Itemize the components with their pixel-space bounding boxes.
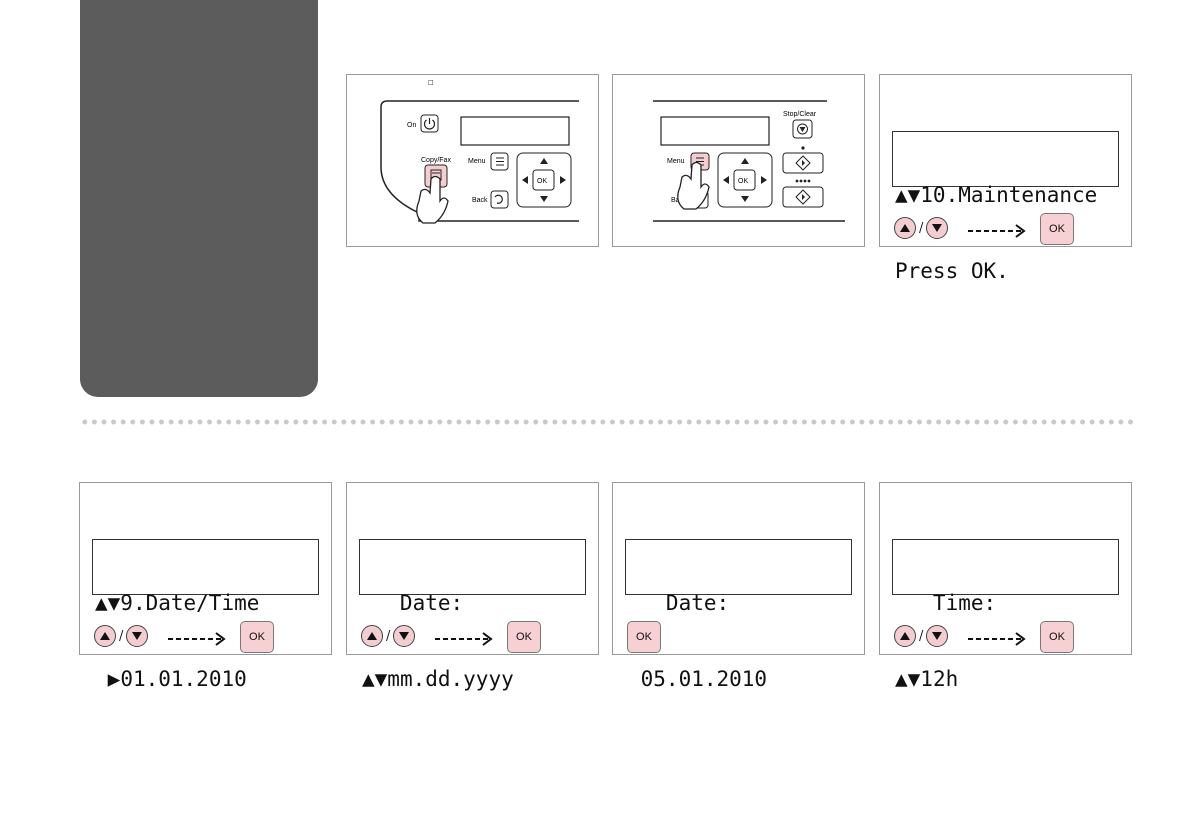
copyfax-label: Copy/Fax <box>421 157 451 164</box>
step-panel-menu: Stop/Clear Menu Ba OK <box>612 74 865 247</box>
ok-button[interactable] <box>532 169 555 191</box>
lcd-screen: Date: ▲▼mm.dd.yyyy <box>359 539 586 691</box>
on-label: On <box>407 122 416 129</box>
dashed-arrow-icon <box>968 632 1026 646</box>
ok-button[interactable]: OK <box>507 621 541 653</box>
hand-icon <box>416 175 449 224</box>
lcd-screen: Date: 05.01.2010 <box>625 539 852 691</box>
back-label: Ba <box>671 197 680 204</box>
control-panel-illustration: Stop/Clear Menu Ba OK <box>653 100 845 222</box>
back-label: Back <box>472 197 488 204</box>
up-arrow-icon <box>367 632 377 640</box>
step-panel-maintenance: ▲▼10.Maintenance Press OK. / OK <box>879 74 1132 283</box>
up-arrow-icon[interactable] <box>540 158 548 164</box>
ok-button[interactable]: OK <box>1040 621 1074 653</box>
ok-button[interactable]: OK <box>240 621 274 653</box>
bw-indicator-icon <box>801 146 805 150</box>
menu-label: Menu <box>667 158 685 165</box>
left-arrow-icon[interactable] <box>723 176 729 184</box>
step-panel-copyfax: □ On Copy/Fax Menu Back OK <box>346 74 599 247</box>
menu-label: Menu <box>468 158 486 165</box>
lcd-line-1: Date: <box>362 591 464 615</box>
hand-icon <box>677 161 710 210</box>
stop-icon <box>797 123 808 135</box>
down-arrow-icon[interactable] <box>540 196 548 202</box>
back-button[interactable] <box>490 190 509 209</box>
dashed-arrow-icon <box>968 224 1026 238</box>
navigation-hint: / <box>94 619 149 653</box>
navigation-hint: / <box>361 619 416 653</box>
lcd-line-2: ▶01.01.2010 <box>107 667 247 691</box>
lcd-line-1: Date: <box>628 591 730 615</box>
updown-indicator-icon: ▲▼ <box>95 591 121 615</box>
down-arrow-icon <box>932 224 943 232</box>
up-button[interactable] <box>94 625 116 647</box>
section-tab <box>80 0 318 397</box>
updown-indicator-icon: ▲▼ <box>895 667 921 691</box>
dotted-divider <box>80 419 1135 425</box>
lcd-line-1: ▲▼10.Maintenance <box>895 183 1098 207</box>
down-button[interactable] <box>926 625 949 647</box>
dashed-arrow-icon <box>168 632 226 646</box>
up-arrow-icon <box>900 224 910 232</box>
left-arrow-icon[interactable] <box>522 176 528 184</box>
right-arrow-icon[interactable] <box>761 176 767 184</box>
slash-text: / <box>119 628 124 644</box>
menu-icon <box>496 157 504 166</box>
down-arrow-icon[interactable] <box>741 196 749 202</box>
start-icon <box>795 189 811 205</box>
down-arrow-icon <box>132 632 143 640</box>
svg-text:OK: OK <box>738 178 748 185</box>
ok-button[interactable]: OK <box>1040 213 1074 245</box>
lcd-line-2: 05.01.2010 <box>628 667 768 691</box>
slash-text: / <box>386 628 391 644</box>
step-panel-datetime: ▲▼9.Date/Time ▶01.01.2010 / OK <box>79 482 332 691</box>
right-arrow-icon[interactable] <box>560 176 566 184</box>
step-panel-date-format: Date: ▲▼mm.dd.yyyy / OK <box>346 482 599 691</box>
ok-button[interactable]: OK <box>627 621 661 653</box>
start-icon <box>795 155 811 171</box>
down-arrow-icon <box>399 632 410 640</box>
back-icon <box>494 194 503 204</box>
lcd-screen: ▲▼10.Maintenance Press OK. <box>892 131 1119 283</box>
down-button[interactable] <box>126 625 149 647</box>
updown-indicator-icon: ▲▼ <box>362 667 388 691</box>
lcd-line-1: Time: <box>895 591 997 615</box>
lcd-line-2: Press OK. <box>895 259 1009 283</box>
navigation-hint: / <box>894 619 949 653</box>
up-arrow-icon <box>900 632 910 640</box>
step-panel-time-format: Time: ▲▼12h / OK <box>879 482 1132 691</box>
cursor-icon: ▶ <box>107 667 121 691</box>
up-button[interactable] <box>361 625 383 647</box>
slash-text: / <box>919 220 924 236</box>
down-button[interactable] <box>393 625 416 647</box>
lcd-screen: ▲▼9.Date/Time ▶01.01.2010 <box>92 539 319 691</box>
lcd-screen: Time: ▲▼12h <box>892 539 1119 691</box>
step-panel-date-value: Date: 05.01.2010 OK <box>612 482 865 691</box>
navigation-hint: / <box>894 211 949 245</box>
dashed-arrow-icon <box>435 632 493 646</box>
up-button[interactable] <box>894 625 916 647</box>
on-led: □ <box>428 79 434 86</box>
lcd-line-2: ▲▼12h <box>895 667 959 691</box>
up-arrow-icon <box>100 632 110 640</box>
power-icon <box>423 118 436 130</box>
down-button[interactable] <box>926 217 949 239</box>
down-arrow-icon <box>932 632 943 640</box>
slash-text: / <box>919 628 924 644</box>
ok-button[interactable] <box>733 169 756 191</box>
up-arrow-icon[interactable] <box>741 158 749 164</box>
stopclear-label: Stop/Clear <box>783 111 817 118</box>
svg-text:OK: OK <box>537 178 547 185</box>
lcd-line-1: ▲▼9.Date/Time <box>95 591 260 615</box>
color-indicator-icon <box>795 179 811 183</box>
up-button[interactable] <box>894 217 916 239</box>
control-panel-illustration: □ On Copy/Fax Menu Back OK <box>380 79 579 224</box>
lcd-line-2: ▲▼mm.dd.yyyy <box>362 667 514 691</box>
